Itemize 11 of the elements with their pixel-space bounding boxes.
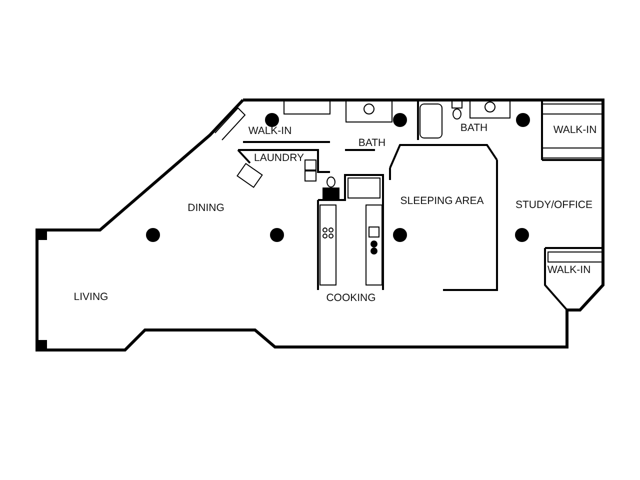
room-label: LAUNDRY <box>254 152 304 164</box>
room-label: WALK-IN <box>248 125 292 137</box>
room-label: COOKING <box>326 292 376 304</box>
room-label: BATH <box>358 137 386 149</box>
room-label: WALK-IN <box>553 124 597 136</box>
room-label: WALK-IN <box>547 264 591 276</box>
room-label: BATH <box>460 122 488 134</box>
room-label: STUDY/OFFICE <box>516 199 592 211</box>
room-label: LIVING <box>74 291 108 303</box>
room-label: DINING <box>188 202 224 214</box>
room-label: SLEEPING AREA <box>400 195 484 207</box>
